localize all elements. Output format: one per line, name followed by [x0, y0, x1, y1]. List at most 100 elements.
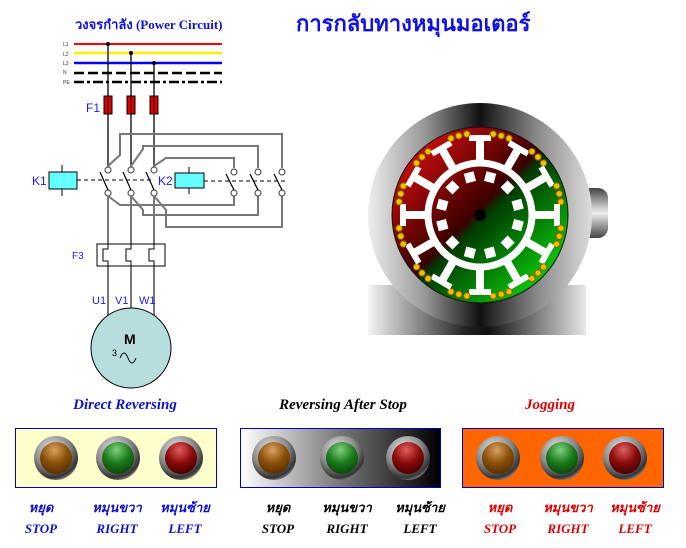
- winding-coil: [412, 263, 421, 271]
- lamp-stop[interactable]: [252, 436, 296, 480]
- terminal-w1: W1: [139, 295, 156, 307]
- fuse-label: F1: [86, 101, 100, 115]
- winding-coil: [395, 224, 403, 232]
- stator-tooth-cap: [538, 165, 555, 188]
- rotor-tooth: [436, 198, 449, 212]
- rotor-tooth: [436, 218, 449, 232]
- line-label-pe: PE: [63, 80, 70, 86]
- stator-windings: [395, 130, 565, 300]
- stator-tooth: [502, 145, 523, 172]
- stator-tooth: [437, 258, 458, 285]
- winding-coil: [489, 130, 497, 138]
- winding-coil: [395, 198, 403, 206]
- winding-coil: [397, 232, 405, 240]
- ac-wave-icon: [119, 352, 137, 364]
- rotor-tooth: [511, 198, 524, 212]
- stator-tooth: [476, 137, 484, 163]
- stator-tooth-cap: [430, 140, 453, 157]
- rotor-tooth: [511, 218, 524, 232]
- stator-tooth: [502, 258, 523, 285]
- page-title: การกลับทางหมุนมอเตอร์: [296, 12, 531, 37]
- winding-coil: [534, 269, 542, 277]
- winding-coil: [528, 147, 536, 156]
- lamp-stop[interactable]: [34, 436, 78, 480]
- stator-tooth: [437, 145, 458, 172]
- panel-reversing-after-stop: [240, 428, 441, 488]
- stator-tooth-cap: [469, 135, 491, 141]
- rotor-center: [474, 209, 486, 221]
- power-circuit-title: วงจรกำลัง (Power Circuit): [75, 17, 223, 32]
- winding-coil: [505, 134, 513, 143]
- winding-coil: [412, 159, 421, 167]
- winding-coil: [489, 292, 497, 300]
- winding-coil: [555, 190, 563, 198]
- lamp-left[interactable]: [603, 436, 647, 480]
- winding-coil: [418, 153, 426, 161]
- stator-tooth: [523, 172, 550, 193]
- stator-tooth-cap: [507, 140, 530, 157]
- group-title-text: Jogging: [524, 397, 575, 413]
- rotor-tooth: [463, 171, 477, 184]
- lamp-stop[interactable]: [476, 436, 520, 480]
- stator-tooth-cap: [538, 242, 555, 265]
- terminal-v1: V1: [115, 295, 128, 307]
- rotor-tooth: [463, 246, 477, 259]
- motor-illustration: [368, 103, 608, 335]
- stator-tooth-cap: [405, 165, 422, 188]
- winding-coil: [463, 292, 471, 300]
- winding-coil: [497, 290, 505, 298]
- contactor-k1-label: K1: [32, 174, 47, 188]
- rotor-tooth: [483, 246, 497, 259]
- lamp-right[interactable]: [320, 436, 364, 480]
- overload-label: F3: [72, 251, 84, 262]
- power-circuit-diagram: L1 L2 L3 N PE F1: [32, 42, 286, 389]
- group-title-text: Reversing After Stop: [279, 397, 407, 413]
- contactor-k1-coil: [48, 171, 78, 190]
- winding-coil: [497, 132, 505, 140]
- stator-tooth-cap: [507, 273, 530, 290]
- winding-coil: [505, 287, 513, 296]
- lamp-left[interactable]: [386, 436, 430, 480]
- winding-coil: [447, 287, 455, 296]
- stator-tooth: [402, 211, 428, 219]
- winding-coil: [534, 153, 542, 161]
- panel-direct-reversing: [15, 428, 217, 488]
- stator-tooth-cap: [400, 204, 406, 226]
- lamp-right[interactable]: [96, 436, 140, 480]
- line-label-l3: L3: [63, 61, 69, 67]
- stator-tooth: [410, 172, 437, 193]
- winding-coil: [463, 130, 471, 138]
- winding-coil: [528, 274, 536, 283]
- winding-coil: [552, 240, 561, 248]
- winding-coil: [447, 134, 455, 143]
- rotor-tooth: [483, 171, 497, 184]
- winding-coil: [552, 182, 561, 190]
- group-title-reversing-after-stop: Reversing After Stop: [233, 397, 453, 414]
- lamp-left[interactable]: [159, 436, 203, 480]
- motor-phase: 3: [112, 348, 117, 358]
- stator-tooth: [476, 267, 484, 293]
- line-label-n: N: [63, 70, 67, 76]
- lamp-right[interactable]: [540, 436, 584, 480]
- terminal-u1: U1: [92, 295, 106, 307]
- winding-coil: [539, 159, 548, 167]
- stator-tooth: [410, 237, 437, 258]
- stator-tooth: [532, 211, 558, 219]
- panel-jogging: [462, 428, 664, 488]
- winding-coil: [418, 269, 426, 277]
- group-title-text: Direct Reversing: [73, 397, 177, 413]
- motor-symbol: [90, 307, 172, 389]
- winding-coil: [557, 224, 565, 232]
- contactor-k2-label: K2: [158, 174, 173, 188]
- stator-tooth-cap: [405, 242, 422, 265]
- winding-coil: [455, 132, 463, 140]
- stator-tooth-cap: [554, 204, 560, 226]
- winding-coil: [539, 263, 548, 271]
